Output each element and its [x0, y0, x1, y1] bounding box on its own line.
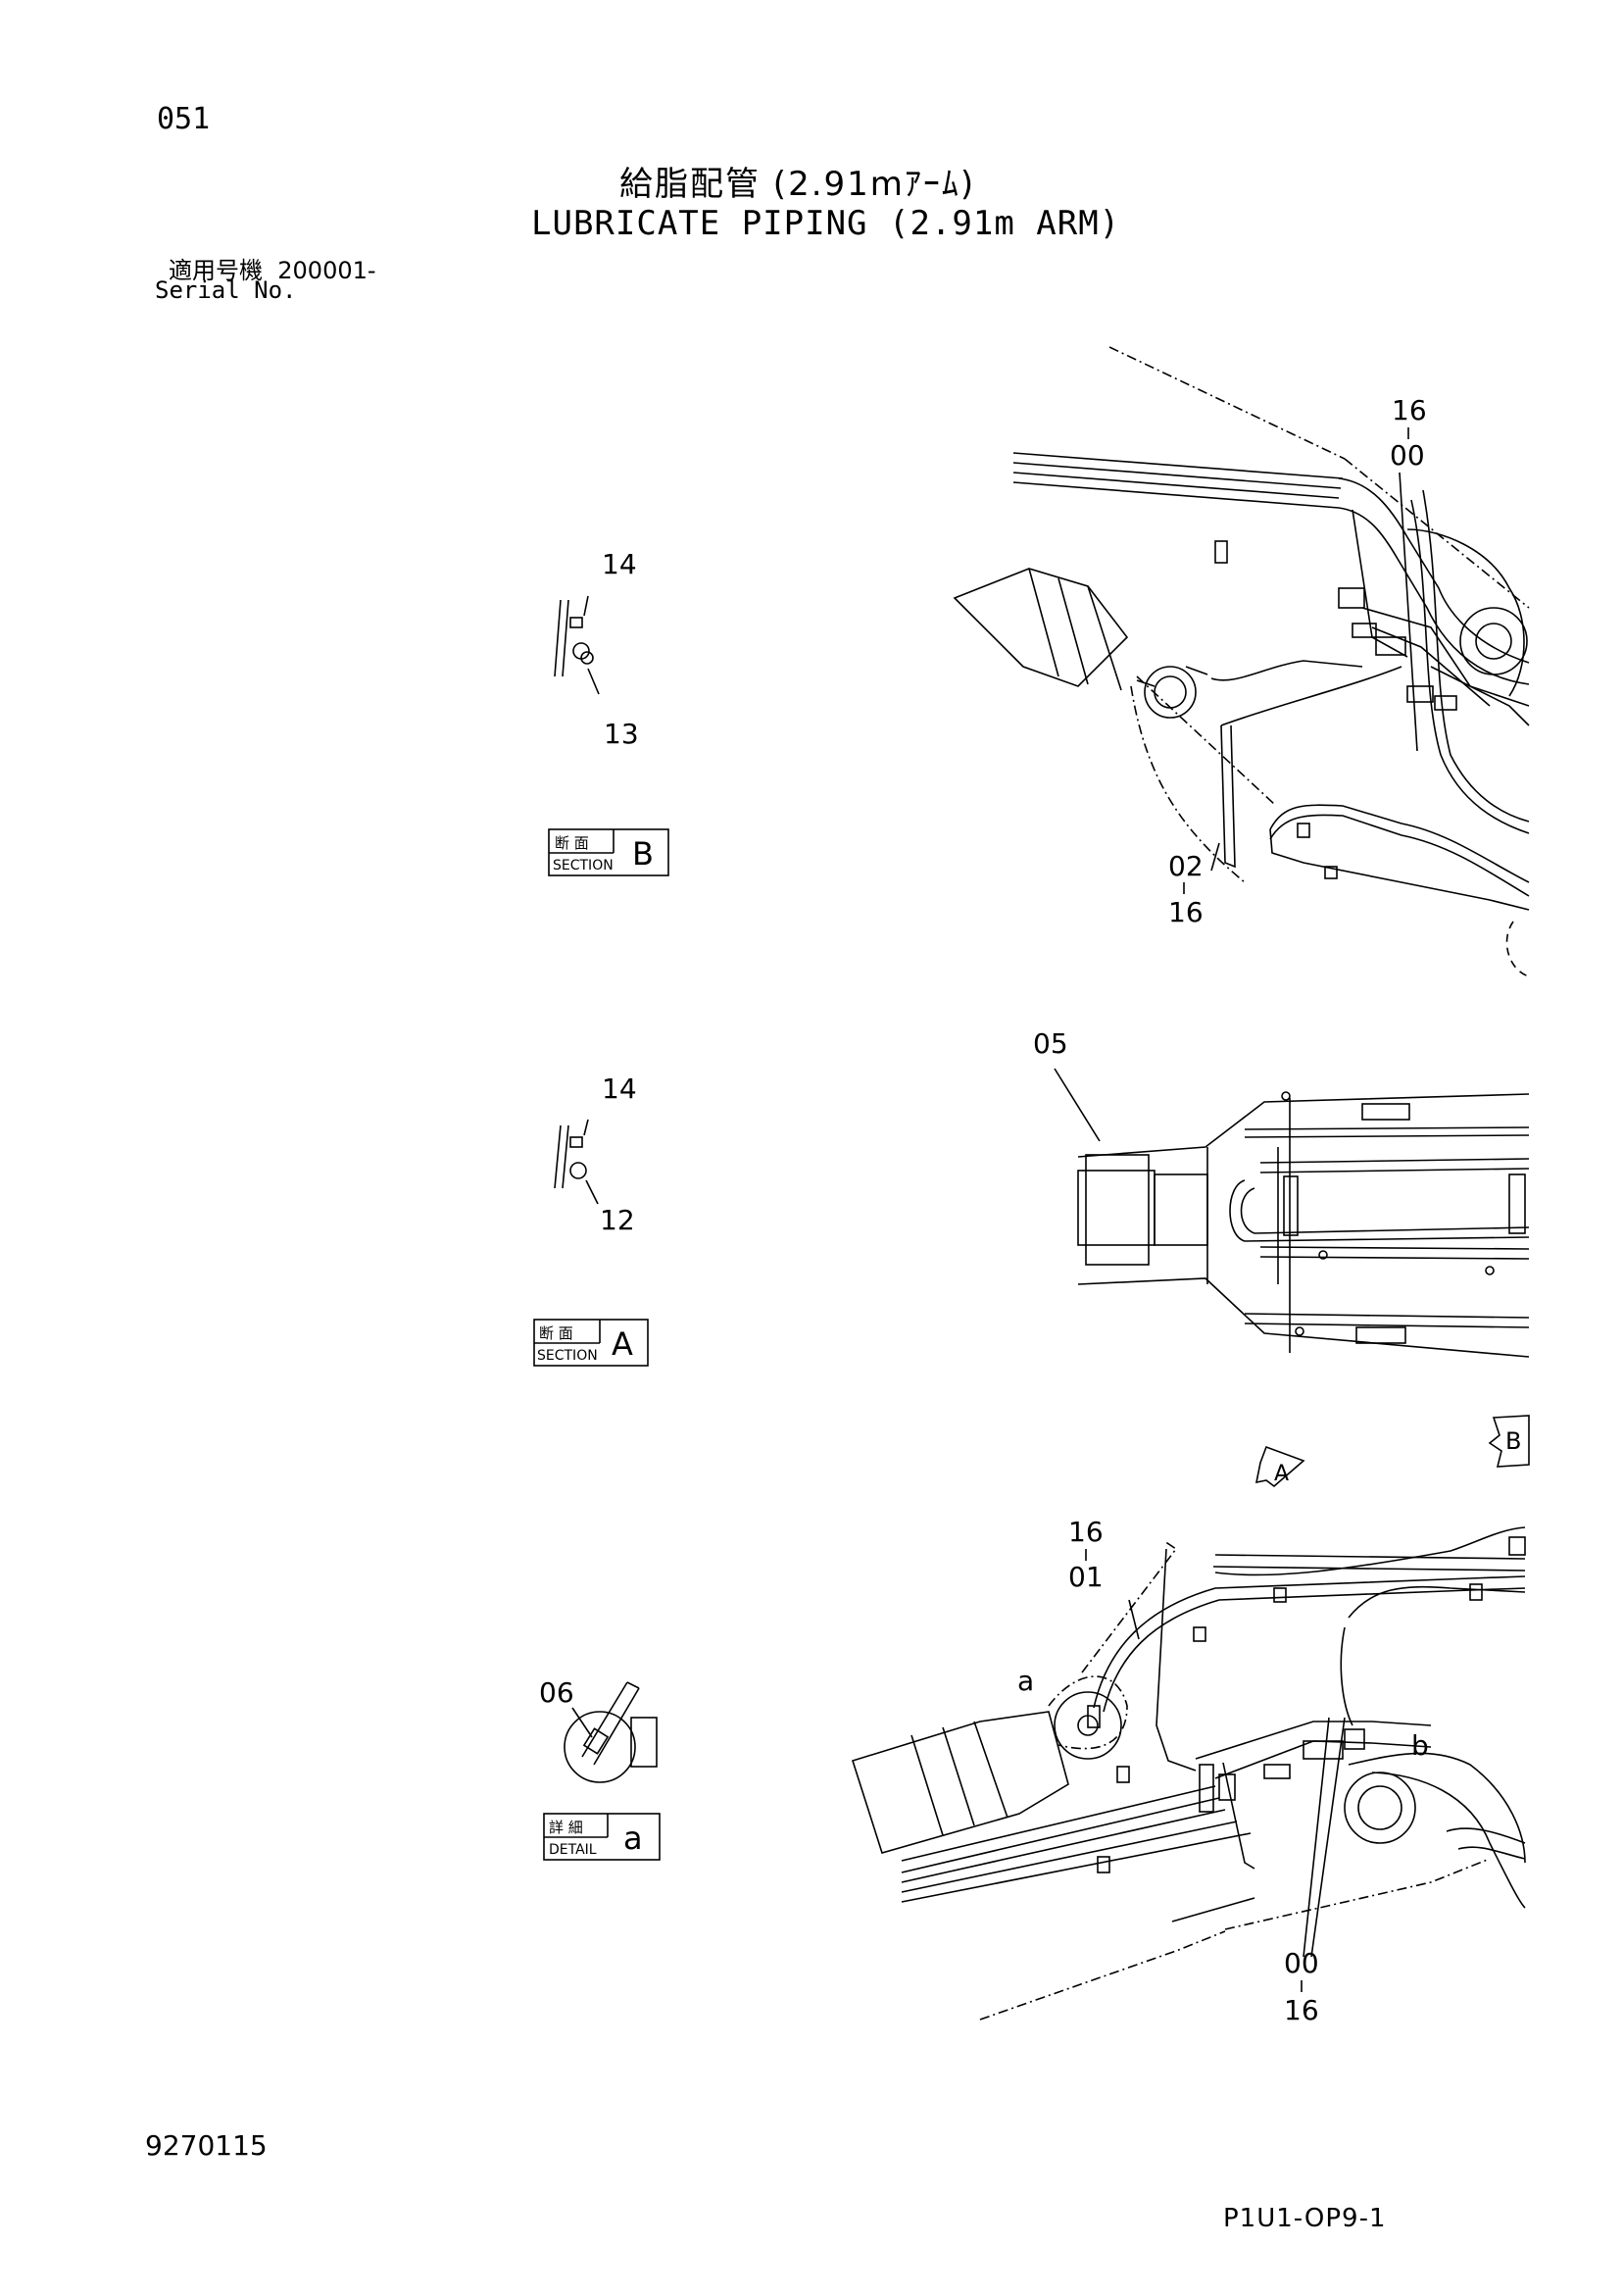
serial-label-english: Serial No. — [155, 276, 297, 304]
callout-top-right-bottom: 00 — [1390, 439, 1425, 472]
marker-detail-b: b — [1411, 1729, 1429, 1762]
marker-detail-a: a — [1017, 1665, 1034, 1697]
callout-top-mid-top: 02 — [1168, 850, 1204, 882]
detail-a-view: 06 詳 細 DETAIL a — [539, 1676, 661, 1861]
section-b-view: 14 13 断 面 SECTION B — [548, 548, 669, 876]
section-a-view: 14 12 断 面 SECTION A — [533, 1073, 649, 1367]
callout-lower-bottom-top: 00 — [1284, 1947, 1319, 1979]
callout-middle: 05 — [1033, 1027, 1068, 1060]
section-a-heading-jp: 断 面 — [539, 1324, 573, 1342]
callout-lower-left-top: 16 — [1068, 1516, 1104, 1548]
title-japanese: 給脂配管 (2.91mｱｰﾑ) — [619, 165, 976, 204]
callout-lower-bottom-bottom: 16 — [1284, 1994, 1319, 2026]
callout-top-right-top: 16 — [1392, 394, 1427, 426]
top-arm-view: 16 00 02 16 — [953, 346, 1530, 977]
section-b-letter: B — [632, 835, 654, 873]
section-b-label-top: 14 — [602, 548, 637, 580]
section-a-label-bottom: 12 — [600, 1204, 635, 1236]
title-english: LUBRICATE PIPING (2.91m ARM) — [531, 204, 1121, 243]
view-arrow-b: B — [1488, 1415, 1530, 1468]
detail-a-heading-jp: 詳 細 — [549, 1819, 583, 1836]
detail-a-heading-en: DETAIL — [549, 1842, 597, 1858]
sheet-code: P1U1-OP9-1 — [1223, 2204, 1387, 2233]
arrow-a-label: A — [1274, 1462, 1289, 1486]
document-number: 9270115 — [145, 2129, 268, 2162]
callout-lower-left-bottom: 01 — [1068, 1561, 1104, 1593]
serial-value: 200001- — [277, 257, 376, 284]
detail-a-part-label: 06 — [539, 1676, 574, 1709]
lower-arm-view: 16 01 a b 00 16 — [851, 1516, 1526, 2026]
arrow-b-label: B — [1505, 1427, 1521, 1455]
section-a-heading-en: SECTION — [537, 1348, 598, 1364]
detail-a-letter: a — [623, 1820, 643, 1857]
serial-label-jp-text: 適用号機 — [169, 257, 263, 284]
section-a-label-top: 14 — [602, 1073, 637, 1105]
page-number: 051 — [157, 102, 211, 136]
view-arrow-a: A — [1254, 1445, 1305, 1488]
middle-arm-view: 05 — [1033, 1027, 1530, 1358]
section-b-heading-jp: 断 面 — [555, 834, 589, 852]
section-a-letter: A — [612, 1325, 633, 1363]
serial-label-japanese: 適用号機 200001- — [169, 251, 376, 285]
section-b-label-bottom: 13 — [604, 718, 639, 750]
callout-top-mid-bottom: 16 — [1168, 896, 1204, 928]
section-b-heading-en: SECTION — [553, 858, 614, 873]
